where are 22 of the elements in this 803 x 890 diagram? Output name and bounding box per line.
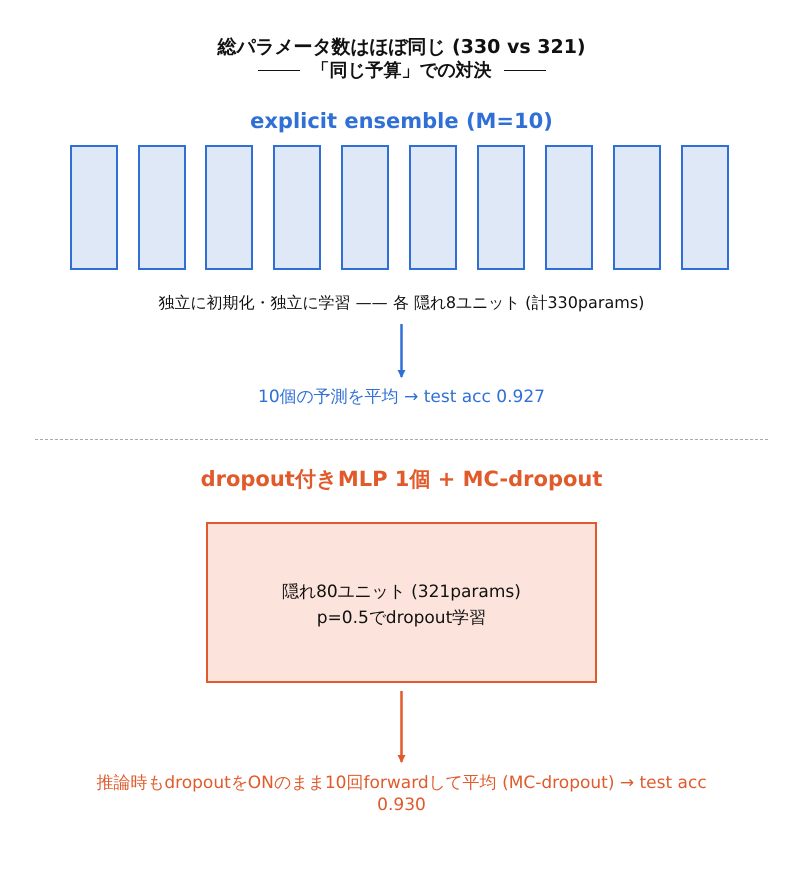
model-box bbox=[681, 145, 729, 270]
node-text: 独立に初期化・独立に学習 —— 各 隠れ8ユニット (計330params) bbox=[158, 292, 644, 314]
arrow bbox=[398, 691, 406, 763]
model-box bbox=[70, 145, 118, 270]
section-heading: explicit ensemble (M=10) bbox=[249, 108, 554, 135]
arrow bbox=[398, 324, 406, 378]
model-box bbox=[545, 145, 593, 270]
model-box bbox=[205, 145, 253, 270]
model-box bbox=[613, 145, 661, 270]
model-box bbox=[138, 145, 186, 270]
node-text: 推論時もdropoutをONのまま10回forwardして平均 (MC-dropout) → test acc 0.930 bbox=[95, 772, 708, 816]
section-heading: dropout付きMLP 1個 + MC-dropout bbox=[200, 466, 604, 493]
model-box bbox=[409, 145, 457, 270]
model-box bbox=[206, 522, 597, 683]
title: 総パラメータ数はほぼ同じ (330 vs 321) bbox=[216, 35, 587, 60]
node-text: 10個の予測を平均 → test acc 0.927 bbox=[258, 386, 545, 410]
model-box bbox=[273, 145, 321, 270]
node-text: 隠れ80ユニット (321params) bbox=[282, 581, 521, 604]
model-box bbox=[477, 145, 525, 270]
node-text: p=0.5でdropout学習 bbox=[316, 606, 486, 630]
subtitle: 「同じ予算」での対決 bbox=[312, 59, 492, 83]
model-box bbox=[341, 145, 389, 270]
